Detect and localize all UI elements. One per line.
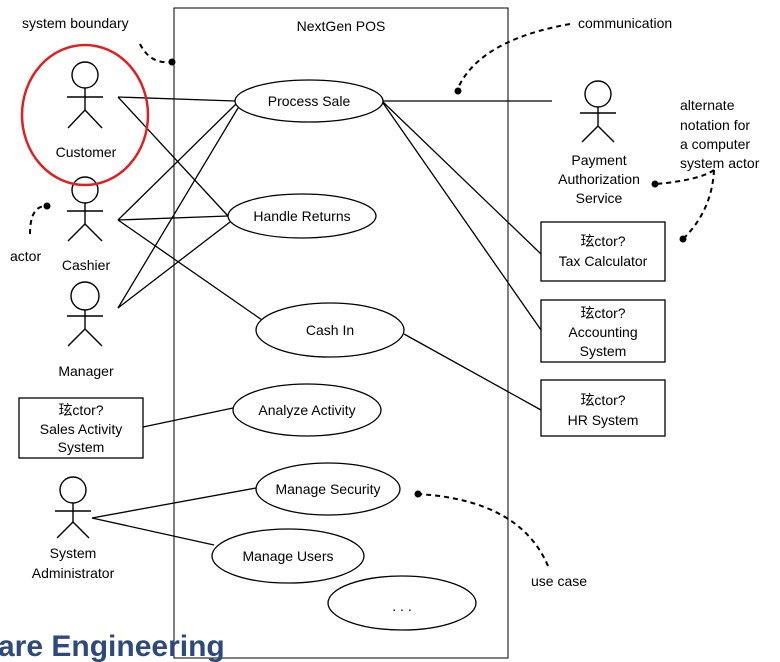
- cashier-process-sale-line: [117, 103, 237, 221]
- admin-manage-users-line: [91, 517, 215, 546]
- actor-manager-figure: [67, 281, 103, 347]
- cash-in-hr-line: [403, 333, 542, 411]
- use-case-label: Manage Security: [275, 481, 380, 497]
- use-case-manage-security: Manage Security: [255, 462, 401, 516]
- admin-manage-security-line: [91, 487, 257, 519]
- annotation-line: system actor: [680, 155, 760, 171]
- cashier-handle-returns-line: [117, 215, 229, 221]
- annotation-communication: communication: [578, 15, 672, 31]
- process-sale-tax-line: [382, 101, 542, 255]
- actor-label-line: Service: [576, 190, 623, 206]
- use-case-cash-in: Cash In: [255, 302, 405, 358]
- callout-dots: [43, 58, 687, 498]
- annotation-actor: actor: [10, 248, 41, 264]
- actor-label-customer: Customer: [56, 144, 117, 160]
- actor-label-line: System: [50, 545, 97, 561]
- footer-banner-text: are Engineering: [0, 630, 225, 662]
- annotation-line: notation for: [680, 117, 750, 133]
- use-case-label: Manage Users: [242, 548, 333, 564]
- actor-callout: [29, 205, 47, 235]
- actor-system-administrator-figure: [55, 476, 91, 539]
- use-case-label: Handle Returns: [253, 208, 350, 224]
- annotation-use-case: use case: [531, 573, 587, 589]
- actor-payment-authorization-figure: [580, 80, 616, 143]
- box-actor-line: Tax Calculator: [559, 253, 648, 269]
- actor-label-system-administrator: System Administrator: [32, 545, 115, 581]
- alternate-notation-callout-b: [683, 169, 715, 239]
- use-case-label: Analyze Activity: [258, 402, 355, 418]
- box-actor-line: Sales Activity: [40, 421, 122, 437]
- customer-handle-returns-line: [117, 96, 229, 217]
- actor-cashier-figure: [67, 176, 103, 242]
- box-actor-line: 玹ctor?: [580, 233, 625, 249]
- cashier-cash-in-line: [117, 219, 263, 321]
- callout-dot: [414, 490, 422, 498]
- communication-callout: [457, 23, 571, 89]
- association-lines: [91, 96, 552, 546]
- annotation-line: a computer: [680, 136, 750, 152]
- actor-box-accounting-system: 玹ctor? Accounting System: [540, 299, 666, 363]
- annotation-system-boundary: system boundary: [22, 15, 129, 31]
- callout-dot: [43, 202, 51, 210]
- box-actor-line: 玹ctor?: [580, 392, 625, 408]
- use-case-analyze-activity: Analyze Activity: [232, 383, 382, 437]
- box-actor-line: System: [580, 343, 627, 359]
- manager-handle-returns-line: [117, 221, 231, 309]
- callout-dot: [168, 58, 176, 66]
- actor-label-line: Administrator: [32, 565, 115, 581]
- actor-label-line: Payment: [571, 152, 626, 168]
- box-actor-line: System: [58, 439, 105, 455]
- actor-label-line: Authorization: [558, 171, 640, 187]
- actor-label-payment-authorization: Payment Authorization Service: [558, 152, 640, 206]
- actor-label-cashier: Cashier: [62, 257, 111, 273]
- manager-process-sale-line: [117, 107, 239, 309]
- actor-box-sales-activity-system: 玹ctor? Sales Activity System: [18, 397, 144, 459]
- callout-dot: [454, 87, 462, 95]
- box-actor-line: 玹ctor?: [58, 402, 103, 418]
- alternate-notation-callout-a: [655, 169, 715, 185]
- callout-dot: [651, 180, 659, 188]
- use-case-more: . . .: [327, 575, 477, 631]
- system-boundary-callout: [139, 43, 171, 64]
- use-case-process-sale: Process Sale: [234, 79, 384, 123]
- use-case-label: Process Sale: [268, 93, 351, 109]
- box-actor-line: HR System: [568, 412, 639, 428]
- actor-box-tax-calculator: 玹ctor? Tax Calculator: [540, 221, 666, 282]
- system-title: NextGen POS: [297, 18, 386, 34]
- box-actor-line: 玹ctor?: [580, 305, 625, 321]
- box-actor-line: Accounting: [568, 324, 637, 340]
- callout-dot: [679, 235, 687, 243]
- customer-process-sale-line: [117, 96, 236, 102]
- actor-label-manager: Manager: [58, 363, 114, 379]
- use-case-label: Cash In: [306, 322, 354, 338]
- process-sale-accounting-line: [382, 102, 542, 331]
- actor-customer-figure: [67, 61, 103, 129]
- annotation-callouts: [29, 23, 715, 567]
- use-case-manage-users: Manage Users: [211, 528, 365, 584]
- annotation-line: alternate: [680, 97, 735, 113]
- actor-box-hr-system: 玹ctor? HR System: [540, 379, 666, 437]
- use-case-handle-returns: Handle Returns: [227, 193, 377, 239]
- customer-highlight-circle: [20, 43, 150, 187]
- sales-analyze-line: [142, 407, 234, 428]
- use-case-label: . . .: [392, 598, 411, 614]
- annotation-alternate-notation: alternate notation for a computer system…: [680, 97, 760, 171]
